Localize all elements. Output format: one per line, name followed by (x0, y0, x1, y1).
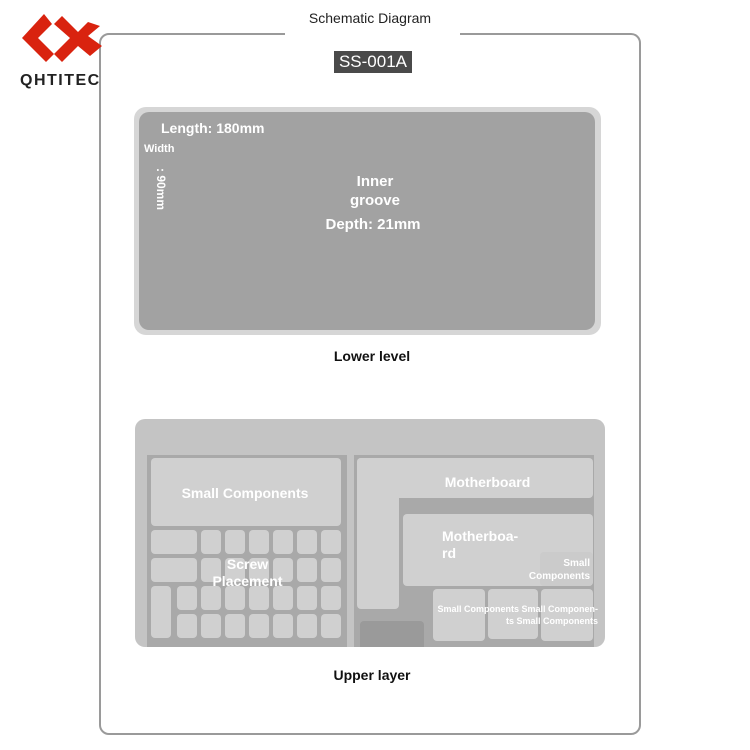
groove-label: Inner groove (320, 172, 430, 210)
screw-slot (297, 586, 317, 610)
width-value: : 90mm (154, 167, 169, 211)
screw-slot (201, 586, 221, 610)
screw-slot (273, 614, 293, 638)
screw-slot (151, 530, 197, 554)
diagram-title: Schematic Diagram (308, 10, 432, 26)
screw-slot (321, 586, 341, 610)
screw-slot (297, 614, 317, 638)
bottom-line1: Small Components Small Componen- (437, 604, 598, 614)
screw-slot (249, 586, 269, 610)
small-components-label: Small Components (181, 485, 309, 501)
screw-slot (177, 586, 197, 610)
motherboard2-line2: rd (442, 545, 456, 561)
groove-line1: Inner (356, 173, 394, 190)
small-bin-b (488, 589, 538, 639)
screw-slot (177, 614, 197, 638)
motherboard-2-label: Motherboa- rd (442, 528, 518, 562)
bottom-line2: ts Small Components (505, 616, 598, 626)
brand-logo-icon (22, 14, 102, 62)
screw-slot (225, 614, 245, 638)
center-notch (360, 621, 424, 647)
motherboard-label: Motherboard (444, 474, 531, 490)
brand-name: QHTITEC (20, 72, 101, 89)
screw-slot (225, 530, 245, 554)
screw-placement-label: Screw Placement (200, 556, 295, 590)
model-code: SS-001A (334, 51, 412, 73)
screw-slot (273, 530, 293, 554)
small-bin-right (540, 552, 593, 586)
width-label: Width (144, 143, 175, 155)
small-components-right-label: Small Components (515, 557, 590, 583)
small-bin-c (541, 589, 593, 641)
screw-slot (321, 558, 341, 582)
screw-slot (249, 558, 269, 582)
screw-slot (297, 558, 317, 582)
length-label: Length: 180mm (161, 120, 265, 136)
title-mask (285, 20, 460, 50)
small-bin-a (433, 589, 485, 641)
lower-caption: Lower level (333, 348, 411, 364)
screw-slot (273, 558, 293, 582)
depth-label: Depth: 21mm (325, 216, 421, 233)
screw-line2: Placement (212, 573, 283, 589)
motherboard-bin-side (357, 458, 399, 609)
screw-slot (225, 586, 245, 610)
screw-slot (249, 530, 269, 554)
screw-slot (201, 558, 221, 582)
screw-slot (151, 586, 171, 638)
screw-slot (321, 614, 341, 638)
small-components-bottom-label: Small Components Small Componen- ts Smal… (420, 603, 598, 627)
screw-slot (249, 614, 269, 638)
screw-line1: Screw (226, 556, 269, 572)
inner-groove (139, 112, 595, 330)
screw-slot (321, 530, 341, 554)
small-right-line1: Small (563, 558, 590, 569)
motherboard2-line1: Motherboa- (442, 528, 519, 544)
screw-slot (201, 614, 221, 638)
screw-slot (201, 530, 221, 554)
upper-caption: Upper layer (333, 667, 411, 683)
screw-slot (297, 530, 317, 554)
upper-layer-tray (135, 419, 605, 647)
groove-line2: groove (349, 192, 400, 209)
screw-slot (151, 558, 197, 582)
screw-slot (273, 586, 293, 610)
small-right-line2: Components (528, 571, 590, 582)
small-components-bin (151, 458, 341, 526)
screw-slot (225, 558, 245, 582)
